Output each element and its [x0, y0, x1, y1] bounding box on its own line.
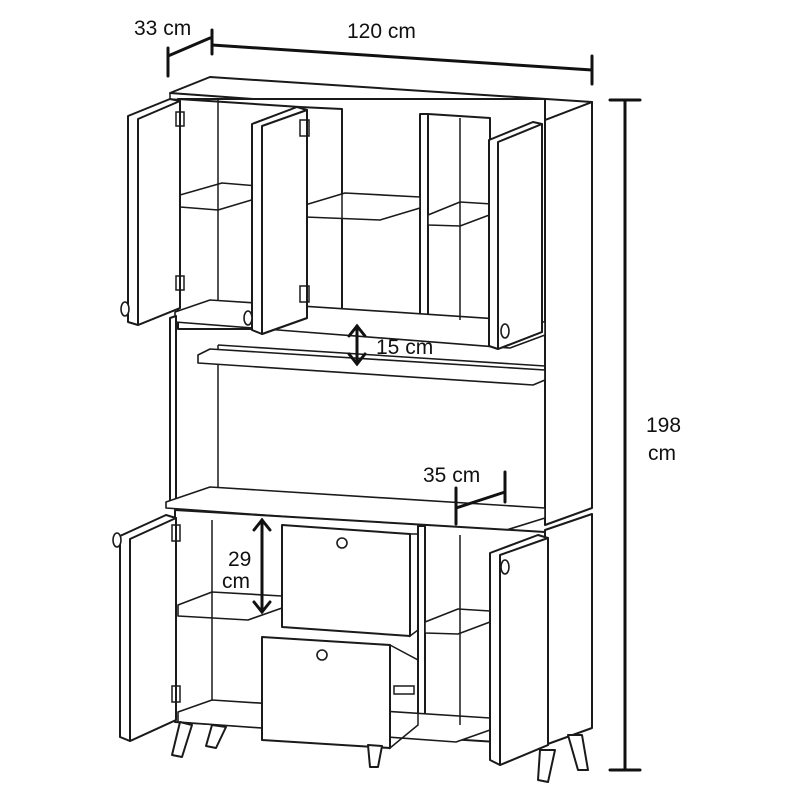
knob-icon [120, 301, 130, 317]
counter-depth-label: 35 cm [423, 464, 480, 487]
lower-door-left [112, 514, 181, 742]
height-unit: cm [648, 442, 676, 465]
upper-door-middle [243, 106, 310, 335]
legs [171, 721, 589, 783]
lower-door-right [489, 534, 549, 766]
dimension-counter-depth: 35 cm [423, 464, 507, 526]
knob-icon [316, 649, 328, 661]
height-value: 198 [646, 414, 681, 437]
drawer-upper [281, 524, 419, 638]
knob-icon [112, 532, 122, 548]
knob-icon [500, 559, 510, 575]
open-section [165, 315, 546, 533]
upper-door-left [120, 98, 185, 326]
drawer-lower [261, 636, 419, 750]
dimension-gap-upper: 15 cm [347, 323, 433, 367]
drawer-gap-unit: cm [222, 570, 250, 593]
knob-icon [500, 323, 510, 339]
knob-icon [336, 537, 348, 549]
gap-upper-label: 15 cm [376, 336, 433, 359]
dimension-depth: 33 cm [134, 17, 214, 78]
dimension-drawer-gap: 29 cm [222, 517, 272, 615]
depth-label: 33 cm [134, 17, 191, 40]
dimension-width: 120 cm [210, 20, 594, 86]
drawer-gap-value: 29 [228, 548, 251, 571]
dimension-height: 198 cm [608, 98, 681, 772]
knob-icon [243, 310, 253, 326]
width-label: 120 cm [347, 20, 416, 43]
upper-door-right [488, 121, 543, 350]
